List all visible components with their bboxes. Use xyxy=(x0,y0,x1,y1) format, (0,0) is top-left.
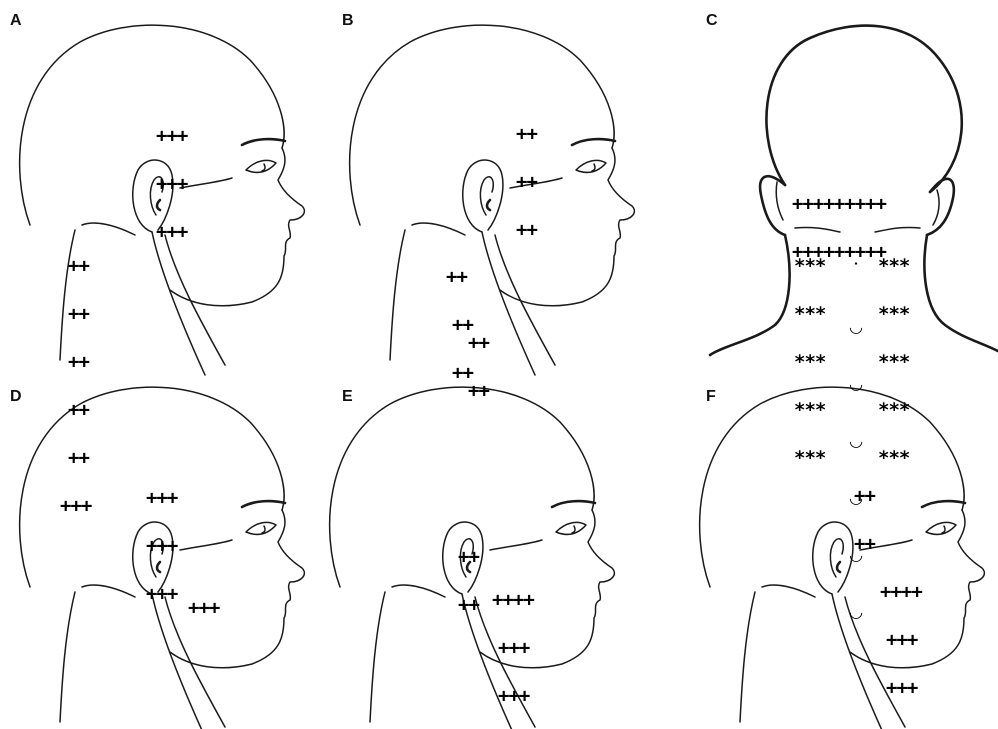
head-outline-f xyxy=(700,387,985,729)
pain-marks-e-cheek-jaw: ++++ +++ +++ xyxy=(492,560,534,720)
pain-marks-d-temple: +++ +++ +++ xyxy=(146,458,177,618)
pain-marks-a-neck: ++ ++ ++ ++ ++ +++ xyxy=(68,226,91,530)
pain-marks-e-preauricular: ++ ++ xyxy=(458,517,479,629)
panel-label-f: F xyxy=(706,388,716,406)
head-outline-b xyxy=(350,25,635,375)
panel-label-d: D xyxy=(10,388,22,406)
pain-marks-b-neck-lower: ++ ++ xyxy=(468,303,489,415)
panel-label-c: C xyxy=(706,12,718,30)
pain-marks-d-cheek: +++ xyxy=(188,568,219,632)
panel-label-b: B xyxy=(342,12,354,30)
pain-marks-f-temple: ++ ++ xyxy=(854,456,875,568)
pain-marks-a-temple: +++ +++ +++ xyxy=(156,96,187,256)
pain-marks-b-temple: ++ ++ ++ xyxy=(516,94,537,254)
pain-marks-c-neck-right: *** *** *** *** *** xyxy=(878,226,909,482)
panel-label-e: E xyxy=(342,388,353,406)
spine-markers-c: ˙ ◡ ◡ ◡ ◡ ◡ ◡ xyxy=(846,222,866,640)
pain-marks-f-cheek-jaw: ++++ +++ +++ xyxy=(880,552,922,712)
pain-marks-c-neck-left: *** *** *** *** *** xyxy=(794,226,825,482)
panel-label-a: A xyxy=(10,12,22,30)
